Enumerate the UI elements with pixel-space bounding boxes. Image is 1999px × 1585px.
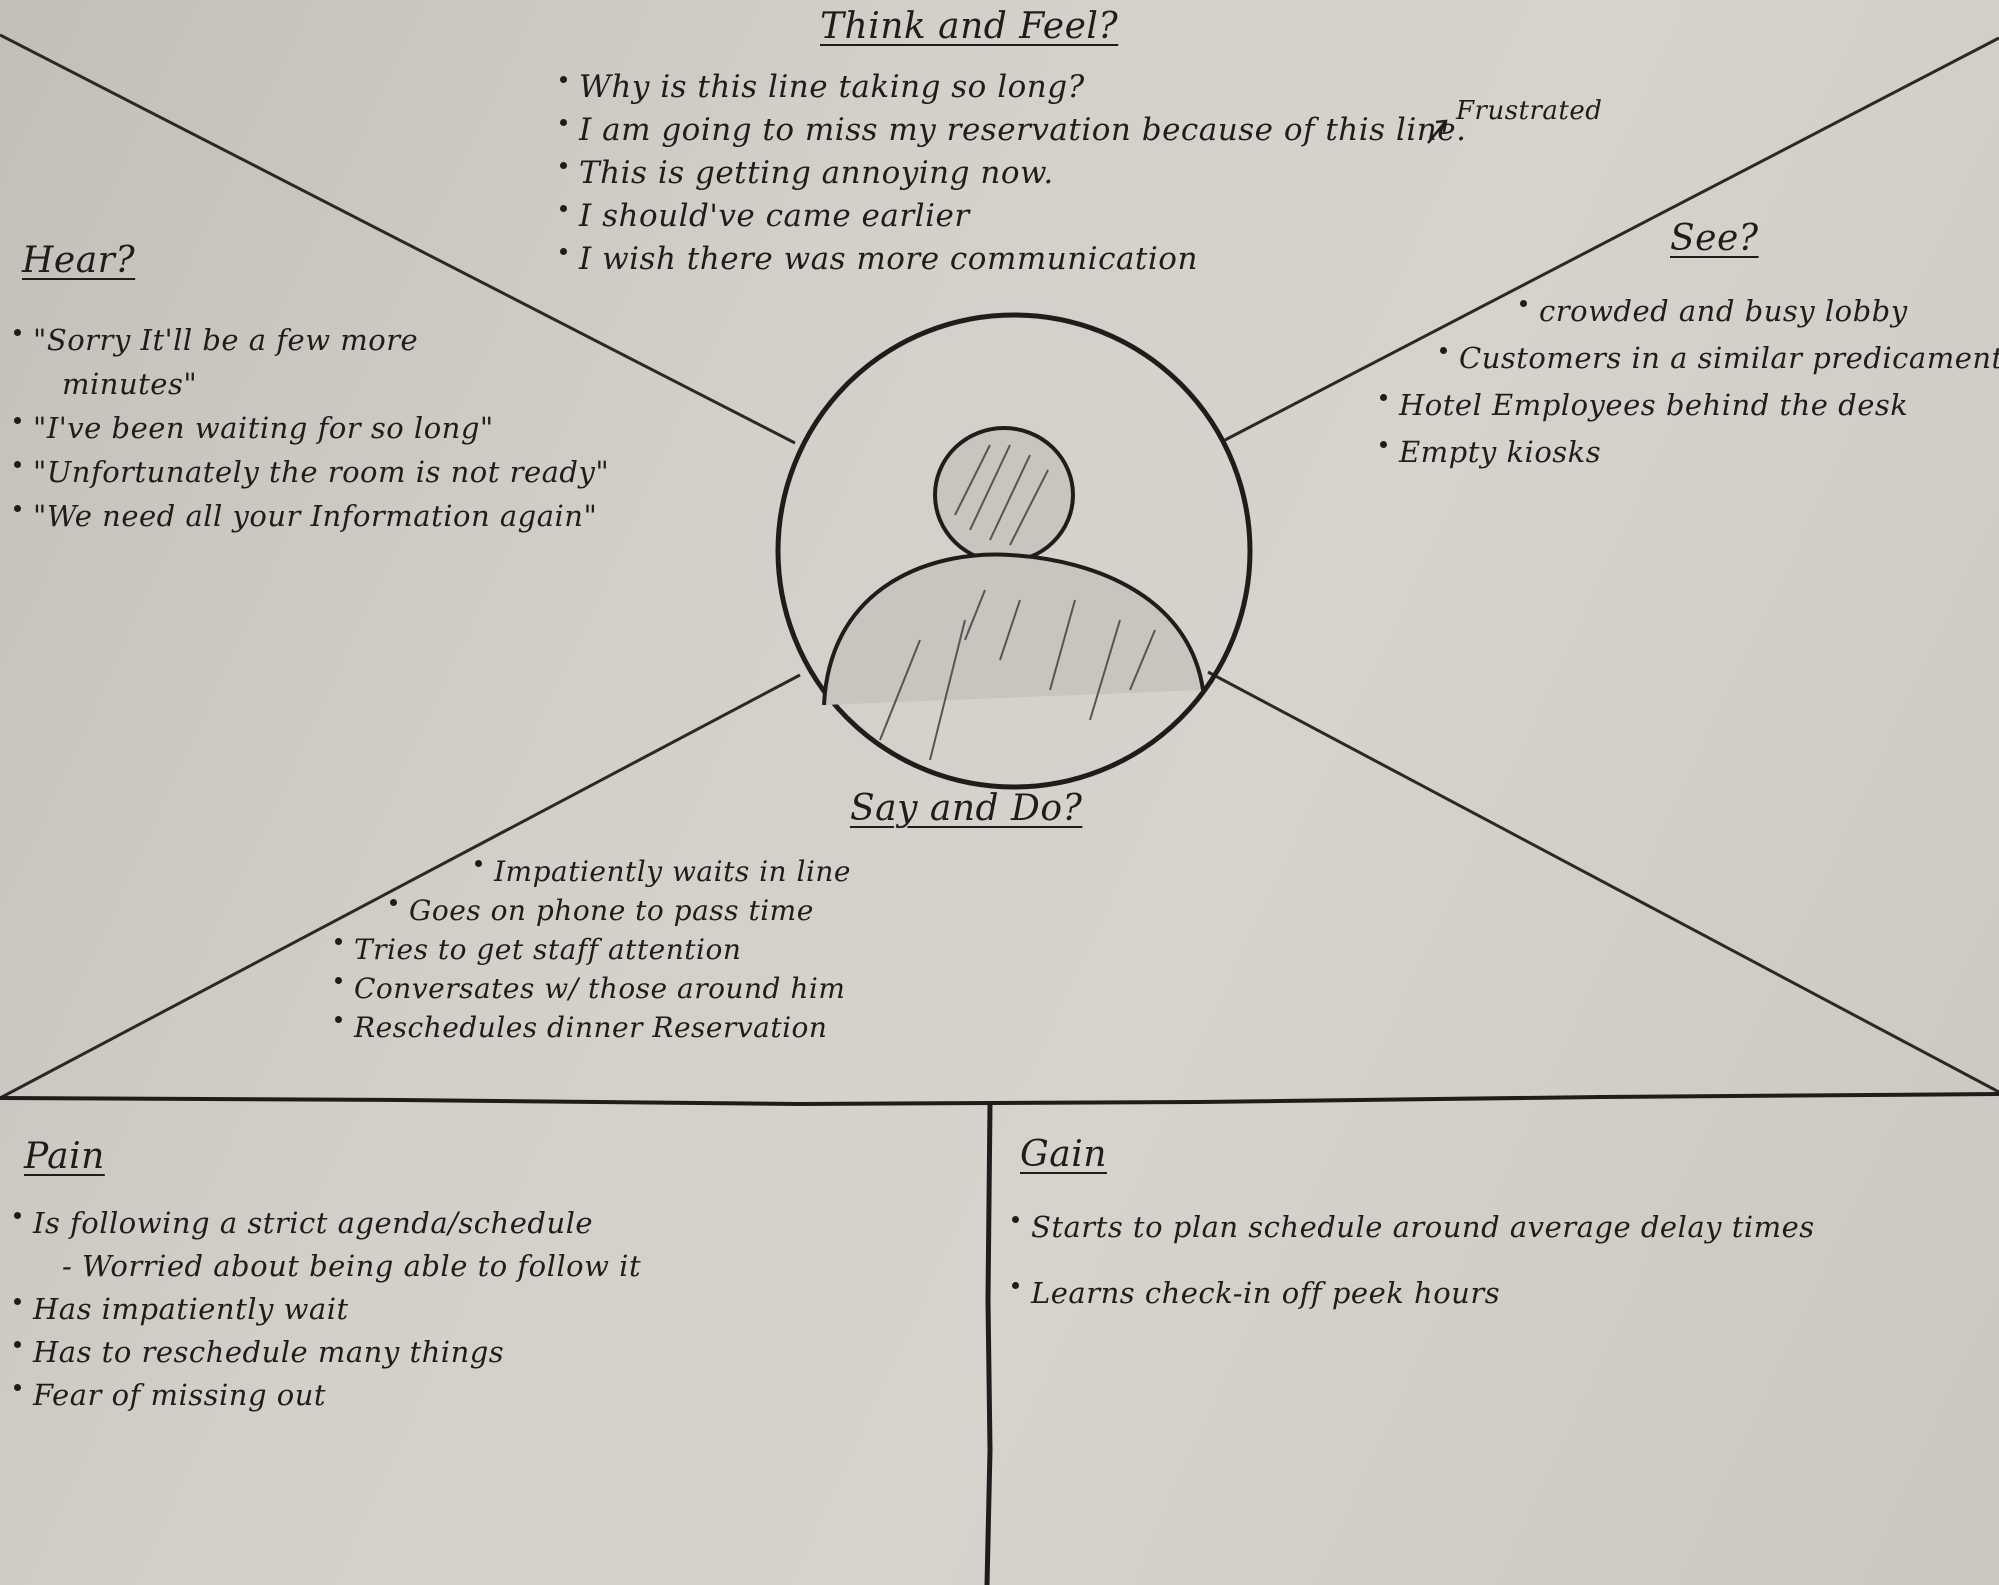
list-item: Fear of missing out — [14, 1374, 641, 1417]
list-item: "Sorry It'll be a few more — [14, 318, 609, 362]
diagonal-bottom-right — [1207, 670, 1999, 1094]
list-item: Has to reschedule many things — [14, 1331, 641, 1374]
vertical-divider — [984, 1103, 993, 1585]
diagonal-top-left — [0, 33, 796, 445]
pain-title: Pain — [24, 1136, 105, 1177]
list-item: Reschedules dinner Reservation — [335, 1008, 851, 1047]
diagonal-bottom-left — [0, 673, 801, 1100]
horizontal-divider — [0, 1092, 1999, 1107]
diagonal-top-right — [1224, 36, 1999, 442]
list-item: "I've been waiting for so long" — [14, 406, 609, 450]
list-item: Starts to plan schedule around average d… — [1012, 1194, 1815, 1260]
list-item: Impatiently waits in line — [335, 852, 851, 891]
see-list: crowded and busy lobby Customers in a si… — [1380, 288, 1999, 476]
list-item: crowded and busy lobby — [1380, 288, 1999, 335]
frustrated-annotation: Frustrated — [1456, 96, 1603, 126]
list-item: minutes" — [62, 367, 198, 401]
list-item: Conversates w/ those around him — [335, 969, 851, 1008]
persona-body — [822, 552, 1205, 761]
list-item: I should've came earlier — [560, 195, 1466, 238]
list-item: Empty kiosks — [1380, 429, 1999, 476]
list-item: This is getting annoying now. — [560, 152, 1466, 195]
gain-list: Starts to plan schedule around average d… — [1012, 1194, 1815, 1326]
list-item: Has impatiently wait — [14, 1288, 641, 1331]
list-item: Learns check-in off peek hours — [1012, 1260, 1815, 1326]
list-item: Hotel Employees behind the desk — [1380, 382, 1999, 429]
gain-title: Gain — [1020, 1134, 1107, 1175]
list-item: Is following a strict agenda/schedule — [14, 1202, 641, 1245]
hear-title: Hear? — [22, 240, 136, 281]
see-title: See? — [1670, 218, 1759, 259]
list-item: Goes on phone to pass time — [335, 891, 851, 930]
persona-circle — [775, 312, 1253, 790]
hear-list: "Sorry It'll be a few more minutes" "I'v… — [14, 318, 609, 538]
list-item: Tries to get staff attention — [335, 930, 851, 969]
list-item: - Worried about being able to follow it — [62, 1249, 642, 1283]
frustrated-arrow — [1427, 121, 1446, 144]
persona-head — [933, 426, 1075, 564]
list-item: "We need all your Information again" — [14, 494, 609, 538]
pain-list: Is following a strict agenda/schedule - … — [14, 1202, 641, 1417]
list-item: I am going to miss my reservation becaus… — [560, 109, 1466, 152]
think-feel-list: Why is this line taking so long? I am go… — [560, 66, 1466, 281]
think-feel-title: Think and Feel? — [820, 6, 1119, 47]
list-item: I wish there was more communication — [560, 238, 1466, 281]
list-item: Customers in a similar predicament — [1380, 335, 1999, 382]
list-item: "Unfortunately the room is not ready" — [14, 450, 609, 494]
say-do-title: Say and Do? — [850, 788, 1083, 829]
say-do-list: Impatiently waits in line Goes on phone … — [335, 852, 851, 1047]
list-item: Why is this line taking so long? — [560, 66, 1466, 109]
